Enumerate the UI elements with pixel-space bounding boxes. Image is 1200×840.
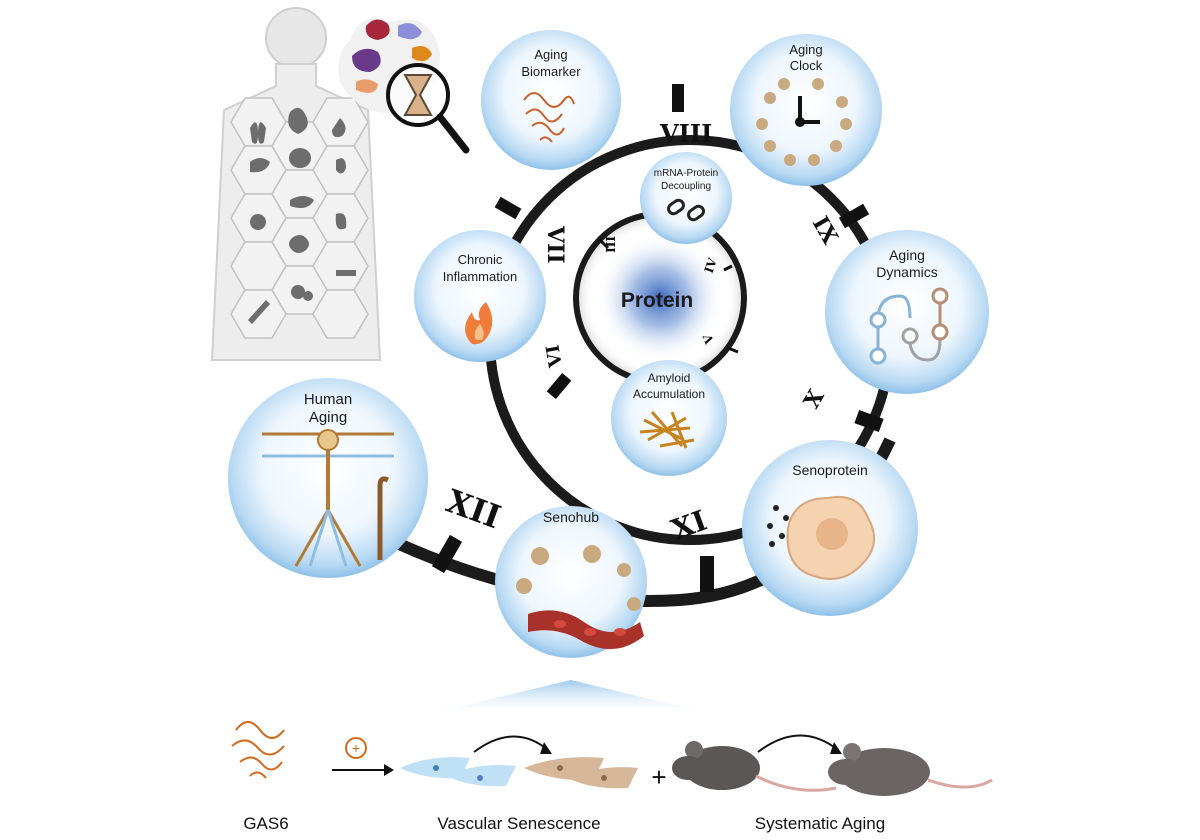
aging-biomarker-label-1: Aging (534, 47, 567, 62)
curved-arrow-1 (473, 735, 549, 753)
human-body-organ-map (210, 7, 470, 361)
aging-biomarker-label-2: Biomarker (521, 64, 581, 79)
human-aging-label-2: Aging (309, 409, 347, 426)
magnifier-icon (386, 63, 470, 154)
mrna-label-2: Decoupling (661, 181, 711, 192)
organ-icons (248, 107, 356, 324)
tick-xi (700, 556, 714, 592)
secreted-dots-icon (767, 505, 789, 547)
cane-icon (377, 476, 390, 560)
inner-clock (573, 211, 747, 385)
senohub-organ-icons (516, 545, 641, 611)
node-aging-clock: Aging Clock (730, 34, 882, 186)
protein-structure-icon (523, 92, 575, 143)
gas6-label: GAS6 (243, 814, 289, 833)
node-aging-dynamics: Aging Dynamics (825, 230, 989, 394)
chronic-label-1: Chronic (458, 252, 503, 267)
node-senoprotein: Senoprotein (742, 440, 918, 616)
gas6-protein-icon (231, 721, 285, 779)
numeral-x: X (799, 384, 831, 413)
aging-clock-label-2: Clock (790, 58, 823, 73)
old-mouse-icon (828, 743, 993, 796)
flame-icon (465, 302, 493, 345)
clock-hands-icon (795, 96, 820, 127)
vitruvian-man-icon (262, 429, 394, 567)
human-aging-label-1: Human (304, 391, 352, 408)
inner-numeral-iii: III (603, 236, 617, 253)
vascular-cells-icon (400, 757, 638, 789)
tick-vii (494, 196, 522, 220)
neuron-icon (250, 214, 266, 230)
tick-x (854, 409, 884, 433)
skin-icon (336, 270, 356, 276)
aging-dynamics-label-2: Dynamics (876, 264, 937, 280)
liver-icon (250, 158, 270, 173)
stomach-icon (335, 213, 347, 230)
curved-arrow-2 (757, 734, 839, 753)
intestine-icon (289, 235, 309, 253)
muscle-icon (248, 300, 270, 324)
nucleus-icon (816, 518, 848, 550)
mrna-label-1: mRNA-Protein (654, 168, 718, 179)
kidney-icon (336, 158, 346, 174)
bottom-pathway: + + (231, 721, 993, 796)
tick-vi (546, 372, 572, 400)
senohub-beam (420, 680, 720, 716)
amyloid-label-2: Accumulation (633, 387, 705, 401)
protein-glow (596, 234, 724, 362)
inner-numeral-iv: IV (702, 256, 720, 275)
drop-icon (332, 118, 346, 138)
clock-organ-icons (756, 78, 852, 166)
node-senohub: Senohub (495, 506, 647, 658)
node-aging-biomarker: Aging Biomarker (481, 30, 621, 170)
heart-icon (288, 107, 308, 134)
lungs-icon (250, 122, 266, 144)
numeral-vi: VI (542, 343, 567, 370)
head-icon (265, 7, 327, 69)
blood-cells-icon (554, 620, 626, 636)
numeral-vii: VII (542, 225, 568, 264)
plus-symbol: + (651, 762, 666, 792)
heart-organ-icon (289, 148, 311, 168)
systematic-aging-label: Systematic Aging (754, 814, 886, 833)
plus-circle-symbol: + (352, 740, 360, 756)
senohub-label: Senohub (543, 509, 599, 525)
arrow-right-icon (384, 764, 394, 776)
broken-link-icon (667, 198, 705, 222)
amyloid-fibrils-icon (639, 411, 695, 449)
pancreas-icon (290, 196, 314, 208)
tick-ix (838, 203, 870, 229)
amyloid-label-1: Amyloid (648, 371, 691, 385)
dynamics-pathway-icon (869, 287, 949, 365)
node-human-aging: Human Aging (228, 378, 428, 578)
aging-dynamics-label-1: Aging (889, 247, 925, 263)
node-mrna-protein-decoupling: mRNA-Protein Decoupling (640, 152, 732, 244)
vascular-senescence-label: Vascular Senescence (437, 814, 601, 833)
young-mouse-icon (672, 741, 837, 792)
numeral-viii: VIII (659, 119, 712, 148)
node-chronic-inflammation: Chronic Inflammation (414, 230, 546, 362)
aging-clock-label-1: Aging (789, 42, 822, 57)
numeral-xii: XII (441, 482, 505, 536)
senoprotein-label: Senoprotein (792, 462, 868, 478)
hourglass-icon (403, 74, 433, 116)
center-protein-label: Protein (621, 289, 693, 312)
plus-circle-icon (345, 737, 367, 759)
tick-xii (431, 534, 463, 574)
tick-viii (672, 84, 684, 112)
chronic-label-2: Inflammation (443, 269, 517, 284)
node-amyloid-accumulation: Amyloid Accumulation (611, 360, 727, 476)
numeral-ix: IX (807, 212, 844, 250)
clock-ticks (431, 84, 884, 592)
